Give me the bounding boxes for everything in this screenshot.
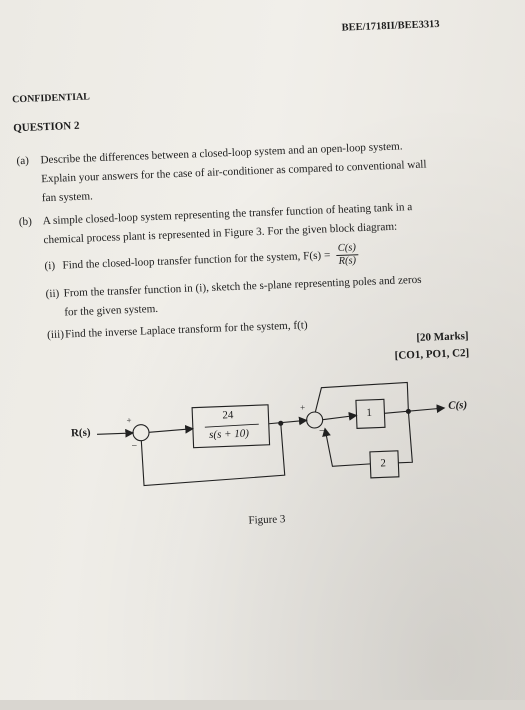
input-arrow (97, 428, 135, 438)
block-gain-2-label: 2 (380, 457, 387, 470)
summer1-minus-sign: − (131, 440, 138, 453)
summer2-to-block2 (322, 411, 358, 421)
output-label: C(s) (447, 399, 468, 412)
inner-feedback-right (398, 411, 413, 464)
summer1-plus-sign: + (126, 415, 132, 426)
block-g1-denominator: s(s + 10) (208, 427, 250, 442)
block-g1-numerator: 24 (222, 409, 234, 422)
figure-caption: Figure 3 (248, 513, 286, 527)
outer-feedback-path (140, 423, 286, 487)
summer1-to-block1 (148, 424, 194, 434)
block1-to-summer2 (268, 416, 308, 426)
input-label: R(s) (70, 426, 91, 440)
summing-junction-1 (132, 424, 150, 442)
block-g1 (191, 404, 271, 449)
block-gain-1-label: 1 (366, 406, 373, 419)
inner-feedback-left (322, 427, 371, 467)
summer2-plus-sign: + (299, 402, 306, 413)
block-g1-fraction-bar (204, 423, 259, 428)
block-gain-2 (369, 450, 400, 479)
summer2-minus-sign: − (318, 425, 325, 437)
output-arrow (384, 404, 446, 414)
unity-feedback-path (314, 381, 409, 413)
